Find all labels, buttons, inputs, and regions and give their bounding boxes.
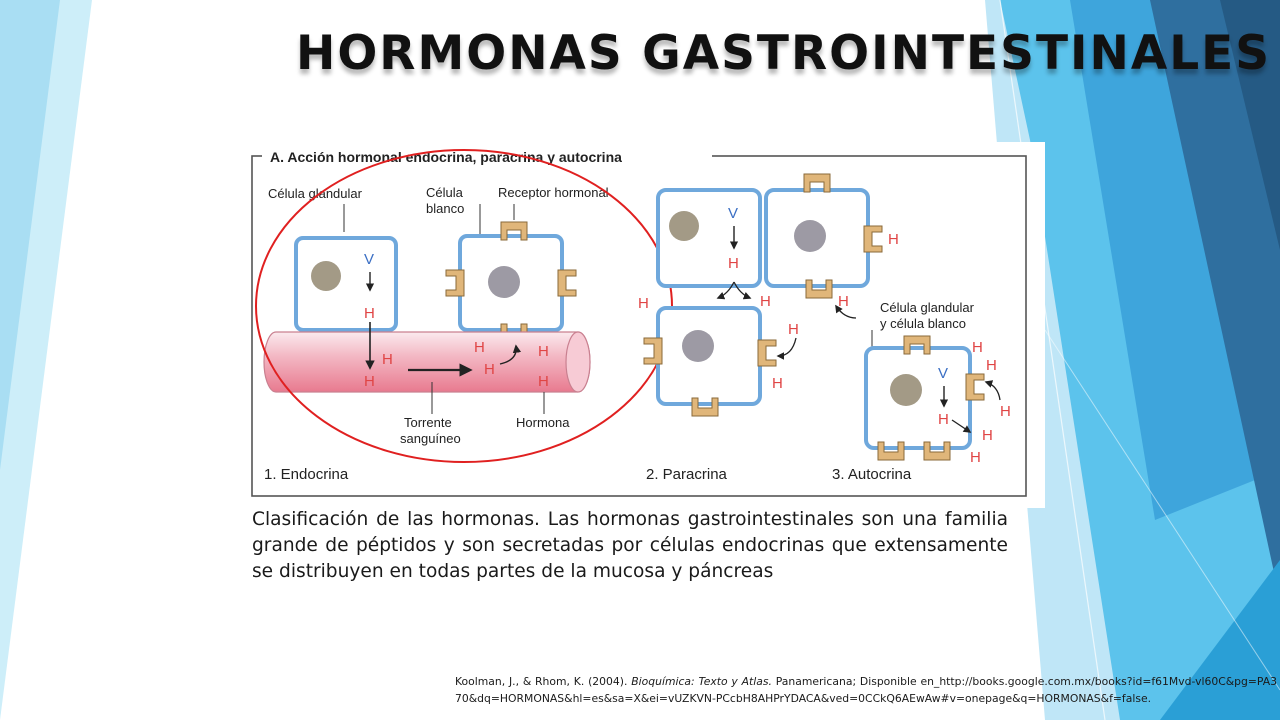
hormone-action-diagram: A. Acción hormonal endocrina, paracrina …	[248, 142, 1045, 508]
hormone-h-6: H	[538, 343, 549, 360]
auto-exit-arrow	[951, 419, 972, 433]
panel-label-autocrina: 3. Autocrina	[832, 466, 912, 483]
slide-title: HORMONAS GASTROINTESTINALES	[296, 26, 1272, 81]
hormone-h-3: H	[364, 373, 375, 390]
auto-h-3: H	[1000, 403, 1011, 420]
auto-receptor-bottom-2	[923, 441, 951, 461]
panel-label-paracrina: 2. Paracrina	[646, 466, 728, 483]
para-receptor-bottom-top	[805, 279, 833, 299]
label-blanco: blanco	[426, 201, 464, 216]
auto-receptor-bottom-1	[877, 441, 905, 461]
para-receptor-top	[803, 173, 831, 193]
auto-h-2: H	[986, 357, 997, 374]
para-split-arrow-right	[733, 281, 752, 300]
auto-h-center: H	[938, 411, 949, 428]
para-gland-nucleus	[669, 211, 699, 241]
label-glandular-blanco-1: Célula glandular	[880, 300, 975, 315]
slide-caption: Clasificación de las hormonas. Las hormo…	[252, 509, 1008, 582]
para-receptor-right-bottom	[757, 339, 777, 367]
vessel-opening	[565, 331, 591, 393]
binding-arrow-1	[499, 344, 522, 365]
para-receptor-left	[643, 337, 663, 365]
auto-receptor-top	[903, 335, 931, 355]
para-h-bottom-top: H	[838, 293, 849, 310]
reference-book-title: Bioquímica: Texto y Atlas.	[631, 675, 772, 688]
label-celula-1: Célula	[426, 185, 464, 200]
hormone-h-1: H	[364, 305, 375, 322]
para-binding-arrow	[776, 337, 797, 360]
facet-line-2	[1044, 329, 1280, 691]
hormone-h-7: H	[538, 373, 549, 390]
para-split-arrow-left	[716, 281, 735, 300]
right-facet-deep	[1220, 0, 1280, 250]
reference-source: Panamericana; Disponible en_http://books…	[455, 675, 1277, 705]
para-h-mid: H	[760, 293, 771, 310]
right-facet-dark	[1150, 0, 1280, 600]
heading-backing	[262, 144, 712, 168]
vesicle-v-1: V	[364, 251, 374, 268]
facet-line	[999, 0, 1106, 720]
auto-binding-arrow	[984, 380, 1001, 401]
figure-heading: A. Acción hormonal endocrina, paracrina …	[270, 149, 622, 165]
para-h-right-top: H	[888, 231, 899, 248]
label-hormona: Hormona	[516, 415, 570, 430]
hormone-h-5: H	[484, 361, 495, 378]
receptor-left-1	[445, 269, 465, 297]
panel-label-endocrina: 1. Endocrina	[264, 466, 349, 483]
para-nucleus-bottom	[682, 330, 714, 362]
auto-receptor-right	[965, 373, 985, 401]
label-receptor: Receptor hormonal	[498, 185, 609, 200]
reference-citation: Koolman, J., & Rhom, K. (2004). Bioquími…	[455, 673, 1277, 707]
label-torrente: Torrente	[404, 415, 452, 430]
auto-vesicle-v: V	[938, 365, 948, 382]
hormone-h-2: H	[382, 351, 393, 368]
para-nucleus-top	[794, 220, 826, 252]
receptor-top-1	[500, 221, 528, 241]
auto-h-5: H	[970, 449, 981, 466]
para-h-center: H	[728, 255, 739, 272]
auto-h-4: H	[982, 427, 993, 444]
gland-nucleus-1	[311, 261, 341, 291]
left-facet-inner	[0, 0, 60, 470]
para-h-left: H	[638, 295, 649, 312]
label-sanguineo: sanguíneo	[400, 431, 461, 446]
label-celula-glandular: Célula glandular	[268, 186, 363, 201]
para-receptor-right	[863, 225, 883, 253]
target-nucleus-1	[488, 266, 520, 298]
para-h-lower-right: H	[772, 375, 783, 392]
hormone-h-4: H	[474, 339, 485, 356]
para-h-near-bottom: H	[788, 321, 799, 338]
auto-h-1: H	[972, 339, 983, 356]
para-vesicle-v: V	[728, 205, 738, 222]
right-facet-bottom	[1160, 560, 1280, 720]
para-binding-arrow-top	[835, 304, 857, 319]
auto-nucleus	[890, 374, 922, 406]
reference-authors: Koolman, J., & Rhom, K. (2004).	[455, 675, 628, 688]
para-gland-cell	[656, 188, 762, 288]
gland-cell-1	[294, 236, 398, 332]
receptor-right-1	[557, 269, 577, 297]
para-receptor-bottom	[691, 397, 719, 417]
label-glandular-blanco-2: y célula blanco	[880, 316, 966, 331]
